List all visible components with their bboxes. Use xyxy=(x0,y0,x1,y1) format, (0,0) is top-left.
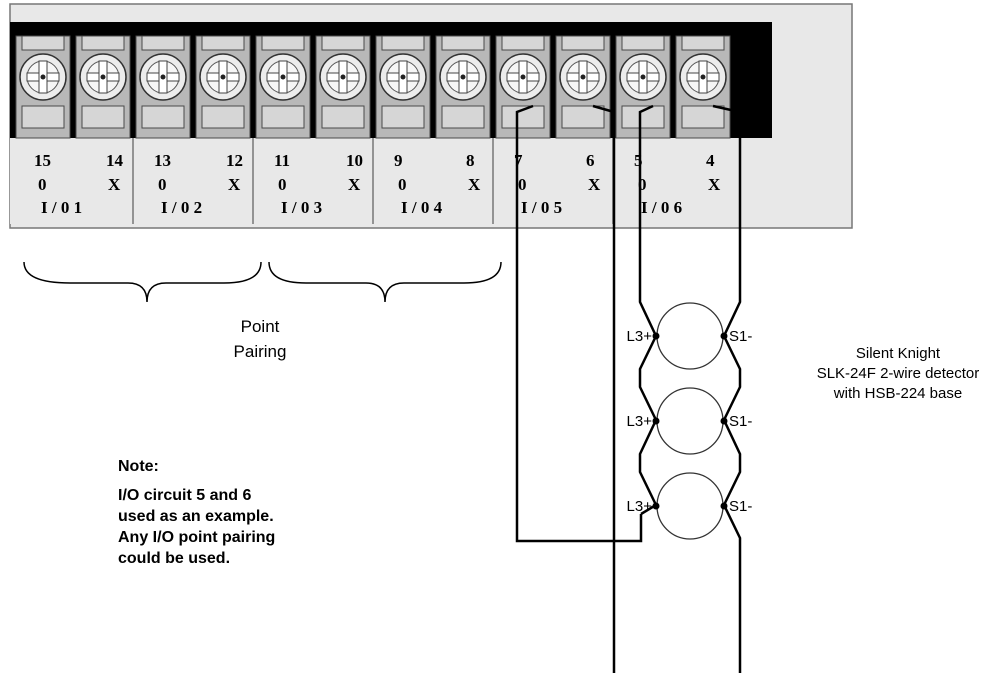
point-pairing-line2: Pairing xyxy=(234,342,287,361)
terminal-type: X xyxy=(348,175,361,194)
terminal-number: 9 xyxy=(394,151,403,170)
detector-label-l3: L3+ xyxy=(627,413,653,430)
io-circuit-label: I / 0 5 xyxy=(521,198,562,217)
terminal-dot xyxy=(720,417,728,425)
terminal-number: 7 xyxy=(514,151,523,170)
detector-label-s1: S1- xyxy=(729,413,752,430)
detector-head xyxy=(656,302,724,370)
terminal-dot xyxy=(652,502,660,510)
point-pairing-line1: Point xyxy=(241,317,280,336)
detector-label-l3: L3+ xyxy=(627,498,653,515)
terminal-number: 11 xyxy=(274,151,290,170)
detector: L3+ S1- xyxy=(627,302,752,370)
detector-head xyxy=(656,387,724,455)
terminal-type: X xyxy=(228,175,241,194)
device-label-line1: Silent Knight xyxy=(856,345,941,362)
terminal-dot xyxy=(720,502,728,510)
wire-terminal-6 xyxy=(592,104,616,673)
terminal-type: 0 xyxy=(518,175,527,194)
detector: L3+ S1- xyxy=(627,387,752,455)
note-title: Note: xyxy=(118,458,159,475)
terminal-number: 4 xyxy=(706,151,715,170)
terminal-group-label: 5 4 0 X I / 0 6 xyxy=(634,151,721,217)
terminal-screw xyxy=(435,35,491,139)
terminal-number: 8 xyxy=(466,151,475,170)
terminal-number: 5 xyxy=(634,151,643,170)
brace-left xyxy=(23,261,262,303)
terminal-type: 0 xyxy=(38,175,47,194)
terminal-screw xyxy=(675,35,731,139)
terminal-screw xyxy=(255,35,311,139)
terminal-type: X xyxy=(708,175,721,194)
note-line-2: used as an example. xyxy=(118,508,274,525)
wiring xyxy=(515,104,742,673)
terminal-type: X xyxy=(588,175,601,194)
terminal-screw xyxy=(315,35,371,139)
terminal-group-label: 15 14 0 X I / 0 1 xyxy=(34,151,124,217)
note-line-3: Any I/O point pairing xyxy=(118,529,275,546)
brace-right xyxy=(268,261,502,303)
terminal-type: X xyxy=(108,175,121,194)
detector: L3+ S1- xyxy=(627,472,752,540)
wire-s1-chain xyxy=(712,104,742,673)
terminal-number: 10 xyxy=(346,151,363,170)
terminal-type: X xyxy=(468,175,481,194)
detector-label-l3: L3+ xyxy=(627,328,653,345)
terminal-dot xyxy=(720,332,728,340)
terminal-screw xyxy=(555,35,611,139)
terminal-type: 0 xyxy=(398,175,407,194)
terminal-number: 15 xyxy=(34,151,51,170)
detector-label-s1: S1- xyxy=(729,498,752,515)
detector-label-s1: S1- xyxy=(729,328,752,345)
terminal-screw xyxy=(495,35,551,139)
wire-terminal-7 xyxy=(515,104,643,543)
device-label-line3: with HSB-224 base xyxy=(833,385,962,402)
terminal-type: 0 xyxy=(638,175,647,194)
terminal-screw xyxy=(615,35,671,139)
terminal-group-label: 13 12 0 X I / 0 2 xyxy=(154,151,243,217)
terminal-number: 12 xyxy=(226,151,243,170)
terminal-screw xyxy=(195,35,251,139)
io-circuit-label: I / 0 4 xyxy=(401,198,443,217)
terminal-label-area xyxy=(10,138,772,224)
io-circuit-label: I / 0 6 xyxy=(641,198,682,217)
terminal-screw xyxy=(75,35,131,139)
note-line-1: I/O circuit 5 and 6 xyxy=(118,487,251,504)
terminal-row xyxy=(15,35,731,139)
terminal-dot xyxy=(652,332,660,340)
terminal-type: 0 xyxy=(278,175,287,194)
terminal-labels: 15 14 0 X I / 0 1 13 12 0 X I / 0 2 11 10 0 X I / 0 3 9… xyxy=(34,151,721,217)
io-circuit-label: I / 0 1 xyxy=(41,198,82,217)
terminal-group-label: 9 8 0 X I / 0 4 xyxy=(394,151,481,217)
terminal-number: 13 xyxy=(154,151,171,170)
terminal-group-label: 7 6 0 X I / 0 5 xyxy=(514,151,601,217)
detector-chain: L3+ S1- L3+ S1- L3+ S1- xyxy=(627,302,752,540)
terminal-type: 0 xyxy=(158,175,167,194)
device-label-line2: SLK-24F 2-wire detector xyxy=(817,365,980,382)
terminal-group-label: 11 10 0 X I / 0 3 xyxy=(274,151,363,217)
terminal-number: 6 xyxy=(586,151,595,170)
detector-head xyxy=(656,472,724,540)
terminal-screw xyxy=(135,35,191,139)
terminal-screw xyxy=(15,35,71,139)
io-circuit-label: I / 0 3 xyxy=(281,198,322,217)
terminal-screw xyxy=(375,35,431,139)
io-circuit-label: I / 0 2 xyxy=(161,198,202,217)
terminal-number: 14 xyxy=(106,151,124,170)
note-line-4: could be used. xyxy=(118,550,230,567)
wire-l3-chain xyxy=(638,104,658,516)
terminal-dot xyxy=(652,417,660,425)
